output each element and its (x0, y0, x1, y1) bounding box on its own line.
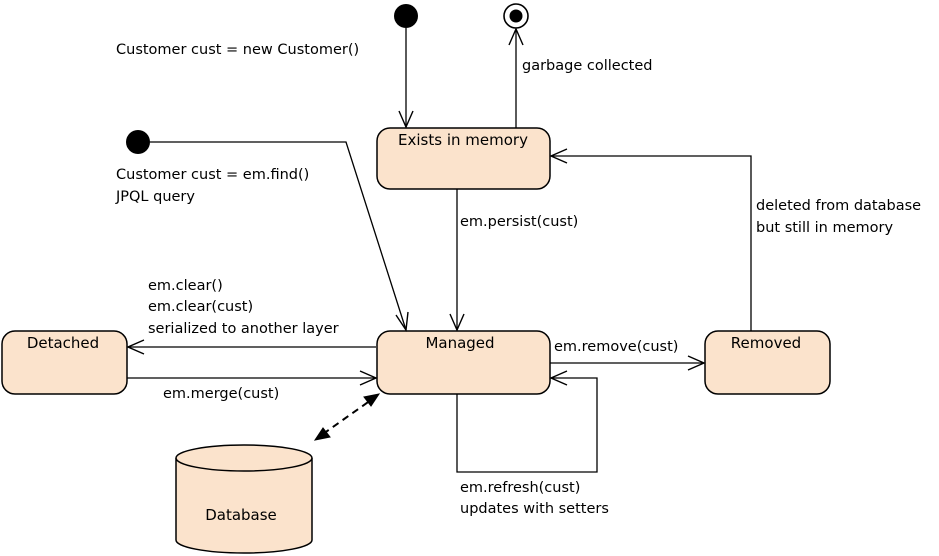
edge-managed-to-removed (550, 355, 706, 371)
state-managed: Managed (376, 330, 551, 395)
label-clear-line1: em.clear() (148, 278, 223, 294)
label-find-line1: Customer cust = em.find() (116, 167, 309, 183)
state-removed-label: Removed (731, 334, 801, 352)
state-detached: Detached (1, 330, 128, 395)
label-refresh-line1: em.refresh(cust) (460, 480, 580, 496)
edge-exists-to-final (508, 27, 524, 128)
database-label: Database (205, 506, 277, 524)
label-persist: em.persist(cust) (460, 214, 578, 230)
label-clear-line2: em.clear(cust) (148, 299, 253, 315)
edge-refresh-loop (456, 370, 598, 473)
initial-state-find (126, 130, 150, 154)
label-merge: em.merge(cust) (163, 386, 279, 402)
label-refresh-line2: updates with setters (460, 501, 609, 517)
label-clear-line3: serialized to another layer (148, 321, 339, 337)
state-exists-in-memory: Exists in memory (376, 127, 551, 190)
label-garbage-collected: garbage collected (522, 58, 652, 74)
edge-find-to-managed (150, 141, 409, 332)
label-remove: em.remove(cust) (554, 339, 678, 355)
final-state-garbage (503, 3, 529, 29)
initial-state-new (394, 4, 418, 28)
edge-detached-to-managed (127, 370, 378, 386)
edge-new-to-exists (398, 28, 414, 129)
label-find-line2: JPQL query (115, 189, 195, 205)
state-removed: Removed (704, 330, 831, 395)
state-managed-label: Managed (425, 334, 494, 352)
edge-persist (449, 189, 465, 332)
state-detached-label: Detached (27, 334, 99, 352)
database-cylinder: Database (175, 444, 313, 554)
label-new-customer: Customer cust = new Customer() (116, 42, 359, 58)
label-deleted-line2: but still in memory (756, 220, 893, 236)
edge-managed-database-sync (313, 393, 381, 441)
edge-removed-to-exists (549, 148, 752, 331)
state-exists-in-memory-label: Exists in memory (398, 131, 528, 149)
label-deleted-line1: deleted from database (756, 198, 921, 214)
edge-managed-to-detached (126, 339, 376, 355)
